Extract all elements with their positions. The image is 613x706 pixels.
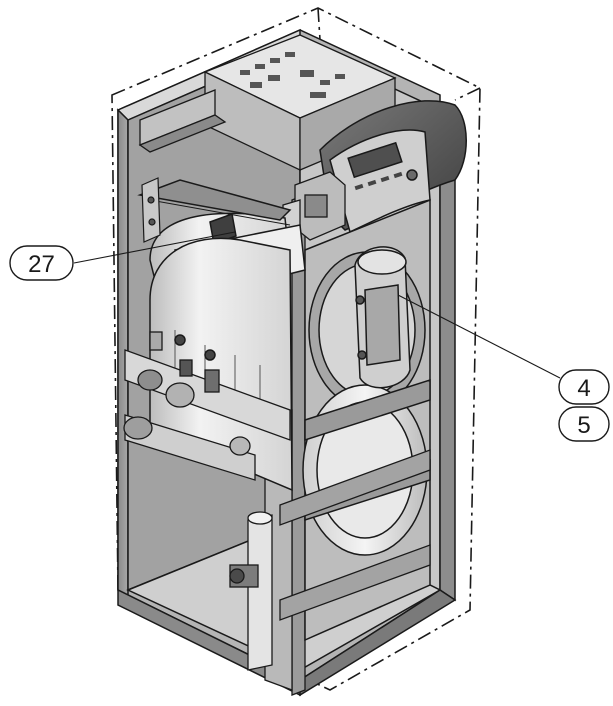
removed-panels-outline <box>111 7 481 691</box>
display-screen <box>347 141 403 179</box>
water-manifold <box>123 331 291 481</box>
front-lower-crossbar <box>279 449 431 621</box>
control-panel-cowl <box>319 100 467 234</box>
side-mounting-bracket <box>141 177 161 243</box>
callout-4: 4 <box>558 369 610 405</box>
control-electronics-box <box>138 34 397 172</box>
callout-label-27: 27 <box>28 251 55 278</box>
callout-5: 5 <box>558 406 610 442</box>
leader-lines <box>73 231 561 379</box>
callout-label-4: 4 <box>577 375 590 402</box>
leader-line-27 <box>73 231 236 264</box>
condensate-trap <box>229 511 273 671</box>
callout-label-5: 5 <box>577 412 590 439</box>
callout-27: 27 <box>9 245 74 281</box>
burner-assembly <box>354 246 411 389</box>
control-knob-icon <box>406 169 418 181</box>
leader-line-4-5 <box>397 294 561 379</box>
